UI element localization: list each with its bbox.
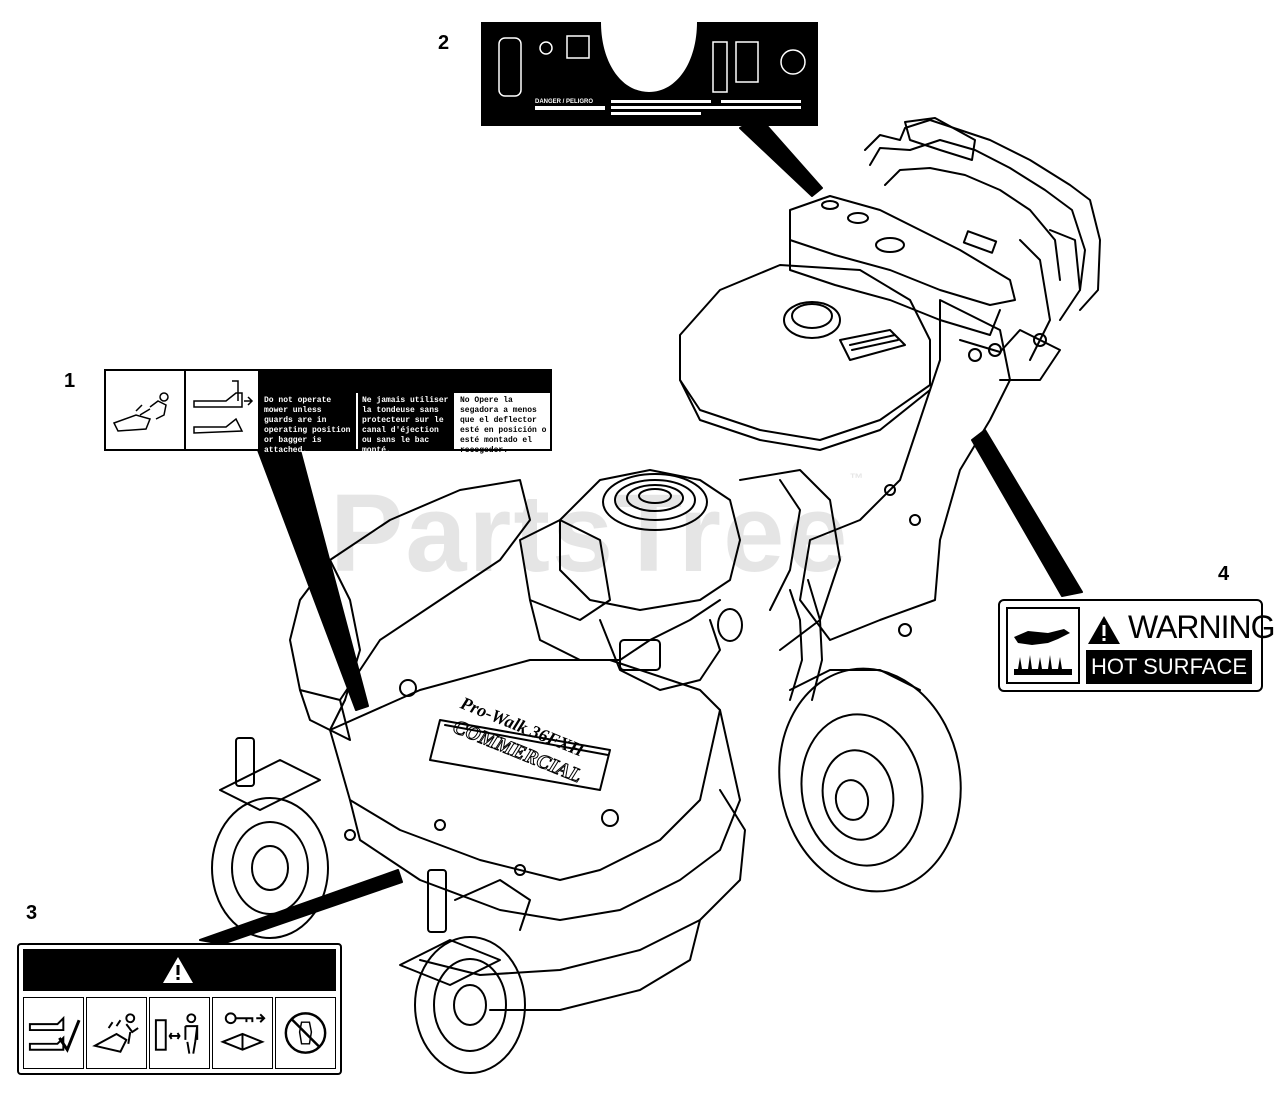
decal-3-header: DANGER/PELIGRO (23, 949, 336, 1030)
thrown-object-icon (106, 371, 186, 449)
callout-3: 3 (26, 902, 38, 924)
decal-1-english-text: Do not operate mower unless guards are i… (260, 393, 356, 455)
keep-distance-icon (149, 997, 210, 1069)
callout-2: 2 (438, 32, 450, 54)
callout-4: 4 (1218, 563, 1230, 585)
decal-1-spanish-text: No Opere la segadora a menos que el defl… (460, 396, 547, 455)
callout-1: 1 (64, 370, 76, 392)
leader-lines (199, 117, 1083, 945)
guard-position-icon (186, 371, 260, 449)
decal-4-subtitle: HOT SURFACE (1086, 650, 1252, 684)
warning-triangle-icon (1088, 615, 1120, 644)
hot-surface-hand-icon (1006, 607, 1080, 684)
remove-key-icon (212, 997, 273, 1069)
decal-4-hot-surface: WARNING HOT SURFACE (998, 599, 1275, 692)
decal-2-control-panel: DANGER / PELIGRO (481, 22, 818, 126)
decal-2-danger-label: DANGER / PELIGRO (535, 99, 593, 105)
decal-4-warning-header: WARNING (1086, 605, 1275, 649)
danger-triangle-icon (162, 957, 193, 983)
deflector-icon (23, 997, 84, 1069)
decal-1-french-text: Ne jamais utiliser la tondeuse sans prot… (358, 393, 454, 455)
decal-1-guard-warning: Do not operate mower unless guards are i… (104, 369, 552, 455)
decal-3-danger: DANGER/PELIGRO (17, 943, 342, 1075)
thrown-object-icon (86, 997, 147, 1069)
no-hands-icon (275, 997, 336, 1069)
